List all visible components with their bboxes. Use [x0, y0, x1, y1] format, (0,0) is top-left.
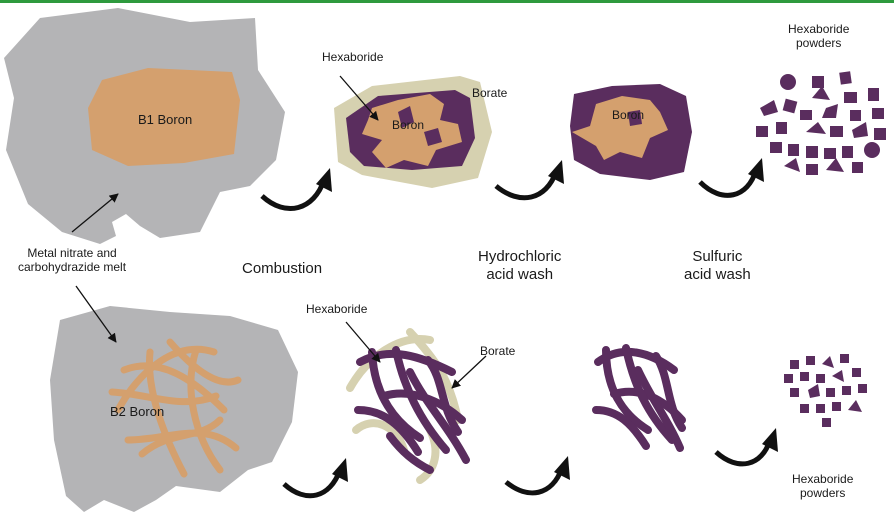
bottom-hexaboride-powders: [784, 354, 867, 427]
bottom-powders-label-line1: Hexaboride: [792, 472, 853, 486]
process-arrow-combustion-bottom: [284, 470, 340, 496]
hcl-step-label-line2: acid wash: [478, 266, 561, 284]
bottom-hexaboride-label: Hexaboride: [306, 302, 367, 316]
melt-label-line1: Metal nitrate and: [18, 246, 126, 260]
melt-label-line2: carbohydrazide melt: [18, 260, 126, 274]
process-arrow-h2so4-top: [700, 170, 756, 195]
hcl-step-label: Hydrochloric acid wash: [478, 248, 561, 283]
sulfuric-step-label: Sulfuric acid wash: [684, 248, 751, 283]
process-arrow-combustion-top: [262, 180, 324, 209]
top-boron-label-2: Boron: [612, 108, 644, 122]
bottom-washed-ribbons: [596, 348, 682, 448]
top-powders-label: Hexaboride powders: [788, 22, 849, 50]
top-hexaboride-powders: [756, 71, 886, 175]
melt-blob-b2: [50, 306, 298, 512]
top-hexaboride-label: Hexaboride: [322, 50, 383, 64]
sulfuric-step-label-line2: acid wash: [684, 266, 751, 284]
bottom-powders-label-line2: powders: [792, 486, 853, 500]
top-powders-label-line2: powders: [788, 36, 849, 50]
bottom-powders-label: Hexaboride powders: [792, 472, 853, 500]
sulfuric-step-label-line1: Sulfuric: [684, 248, 751, 266]
process-arrow-h2so4-bottom: [716, 440, 770, 464]
top-boron-label-1: Boron: [392, 118, 424, 132]
b1-boron-label: B1 Boron: [138, 112, 192, 127]
b2-boron-label: B2 Boron: [110, 404, 164, 419]
process-arrow-hcl-top: [496, 172, 556, 198]
hcl-step-label-line1: Hydrochloric: [478, 248, 561, 266]
combustion-step-label: Combustion: [242, 260, 322, 278]
top-borate-label: Borate: [472, 86, 507, 100]
melt-label: Metal nitrate and carbohydrazide melt: [18, 246, 126, 274]
process-arrows: [262, 158, 778, 496]
bottom-borate-label: Borate: [480, 344, 515, 358]
top-washed-particle: [570, 84, 692, 180]
top-powders-label-line1: Hexaboride: [788, 22, 849, 36]
bottom-ribbons-with-borate: [350, 332, 466, 480]
process-arrow-hcl-bottom: [506, 468, 562, 493]
